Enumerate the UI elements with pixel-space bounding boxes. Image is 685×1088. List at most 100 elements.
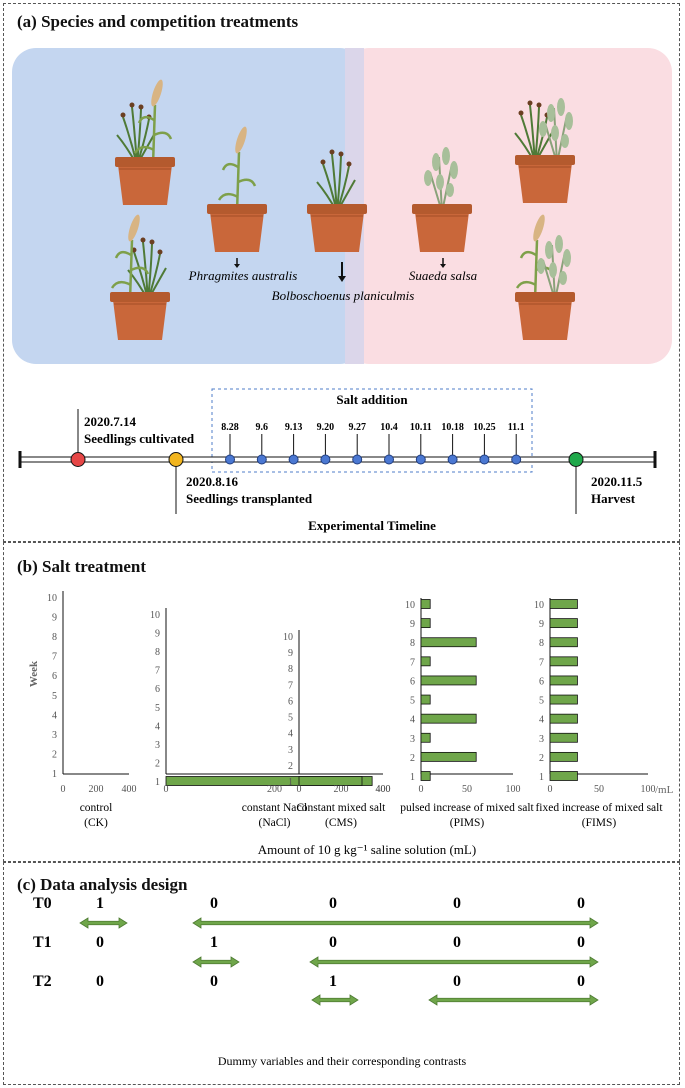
salt-date-dot xyxy=(320,454,331,465)
salt-date-dot xyxy=(225,454,235,465)
panel-a xyxy=(3,3,680,542)
x-tick-label: 50 xyxy=(594,784,604,795)
week-tick-label: 6 xyxy=(410,676,415,687)
salt-date-dot xyxy=(511,454,522,465)
salt-date-label: 10.11 xyxy=(410,422,432,433)
design-value: 0 xyxy=(96,934,104,951)
event-date-cultivated: 2020.7.14 xyxy=(84,414,137,429)
week-tick-label: 9 xyxy=(155,629,160,640)
panel-b xyxy=(3,542,680,862)
x-tick-label: 400 xyxy=(122,784,137,795)
week-tick-label: 3 xyxy=(155,740,160,751)
bar xyxy=(420,675,477,686)
week-tick-label: 9 xyxy=(539,619,544,630)
subchart-name: pulsed increase of mixed salt xyxy=(400,802,534,814)
week-tick-label: 3 xyxy=(52,730,57,741)
week-tick-label: 5 xyxy=(539,696,544,707)
species-label-bolboschoenus: Bolboschoenus planiculmis xyxy=(272,288,415,303)
salt-date-dot xyxy=(384,454,394,465)
subchart-name: control xyxy=(80,802,113,814)
bar xyxy=(165,776,373,786)
week-tick-label: 7 xyxy=(155,666,160,677)
bar xyxy=(420,656,431,667)
subchart-code: (PIMS) xyxy=(450,817,485,829)
design-value: 0 xyxy=(329,895,337,912)
bar xyxy=(420,694,431,705)
week-tick-label: 8 xyxy=(52,632,57,643)
bar xyxy=(549,637,578,648)
week-tick-label: 3 xyxy=(288,745,293,756)
x-tick-label: 200 xyxy=(267,784,282,795)
week-tick-label: 9 xyxy=(410,619,415,630)
dot-harvest xyxy=(568,452,584,467)
x-tick-label: 50 xyxy=(462,784,472,795)
x-tick-label: 100 xyxy=(641,784,656,795)
salt-date-label: 9.6 xyxy=(256,422,269,433)
salt-date-label: 9.13 xyxy=(285,422,303,433)
week-tick-label: 1 xyxy=(52,769,57,780)
salt-date-label: 10.4 xyxy=(380,422,398,433)
bar xyxy=(549,599,578,609)
week-tick-label: 10 xyxy=(534,600,544,611)
salt-date-dot xyxy=(415,454,426,465)
week-tick-label: 6 xyxy=(288,696,293,707)
salt-date-dot xyxy=(447,454,458,465)
week-tick-label: 5 xyxy=(410,696,415,707)
week-tick-label: 8 xyxy=(288,664,293,675)
event-date-harvest: 2020.11.5 xyxy=(591,474,643,489)
week-tick-label: 5 xyxy=(155,703,160,714)
design-value: 1 xyxy=(210,934,218,951)
salt-date-label: 10.18 xyxy=(441,422,464,433)
salt-date-label: 9.20 xyxy=(317,422,335,433)
x-tick-label: 400 xyxy=(376,784,391,795)
x-tick-label: 100 xyxy=(506,784,521,795)
bar xyxy=(420,599,431,609)
week-tick-label: 6 xyxy=(539,676,544,687)
design-value: 0 xyxy=(329,934,337,951)
x-tick-label: 400 xyxy=(376,784,391,795)
subchart-code: (NaCl) xyxy=(259,817,291,829)
salt-date-label: 9.27 xyxy=(348,422,366,433)
week-tick-label: 8 xyxy=(410,638,415,649)
week-tick-label: 5 xyxy=(288,713,293,724)
week-tick-label: 2 xyxy=(155,758,160,769)
week-tick-label: 3 xyxy=(539,734,544,745)
salt-date-dot xyxy=(288,454,299,465)
bar xyxy=(549,751,578,762)
salt-date-label: 10.25 xyxy=(473,422,496,433)
week-tick-label: 5 xyxy=(52,691,57,702)
week-tick-label: 4 xyxy=(410,715,415,726)
subchart-code: (CMS) xyxy=(325,817,357,829)
week-tick-label: 4 xyxy=(52,710,57,721)
panel-c xyxy=(3,862,680,1085)
design-row-label: T1 xyxy=(33,934,52,951)
bar xyxy=(420,732,431,743)
week-tick-label: 4 xyxy=(288,729,293,740)
bar xyxy=(420,637,477,648)
unit-label: /mL xyxy=(655,784,674,796)
contrast-arrow-t0-one xyxy=(79,917,128,929)
y-axis-title: Week xyxy=(28,660,40,687)
week-tick-label: 8 xyxy=(539,638,544,649)
x-tick-label: 200 xyxy=(334,784,349,795)
week-tick-label: 1 xyxy=(288,777,293,788)
week-tick-label: 4 xyxy=(155,721,160,732)
bar xyxy=(549,656,578,667)
design-value: 0 xyxy=(577,934,585,951)
subchart-code: (FIMS) xyxy=(582,817,617,829)
week-tick-label: 3 xyxy=(410,734,415,745)
pink-treatment-area xyxy=(345,48,672,364)
week-tick-label: 7 xyxy=(52,652,57,663)
design-value: 0 xyxy=(96,973,104,990)
subchart-name: constant mixed salt xyxy=(297,802,387,814)
salt-addition-box xyxy=(211,388,533,473)
week-tick-label: 9 xyxy=(288,648,293,659)
week-tick-label: 6 xyxy=(155,684,160,695)
event-date-transplanted: 2020.8.16 xyxy=(186,474,239,489)
design-row-label: T2 xyxy=(33,973,52,990)
